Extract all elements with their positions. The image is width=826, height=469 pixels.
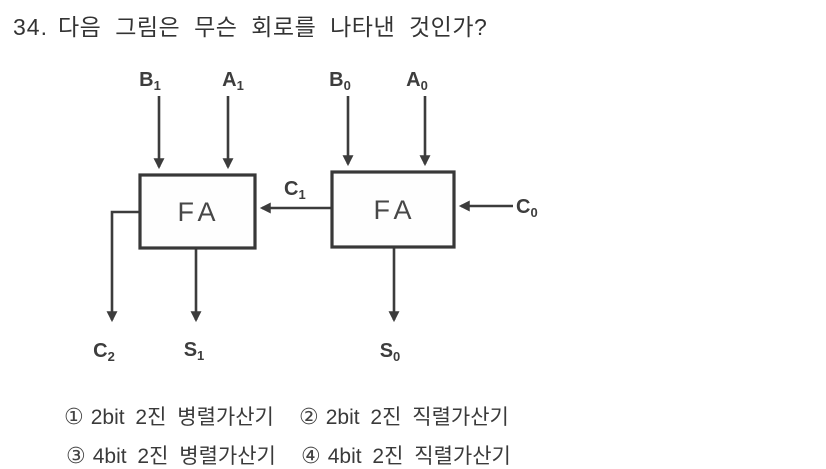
label-c1: C1: [284, 178, 306, 202]
label-a1: A1: [222, 69, 244, 93]
option-3-text: 4bit 2진 병렬가산기: [92, 445, 276, 468]
label-b0: B0: [329, 69, 351, 93]
question-title: 34. 다음 그림은 무슨 회로를 나타낸 것인가?: [13, 8, 487, 42]
option-4-marker: ④: [301, 443, 321, 468]
full-adder-label-right: FA: [373, 195, 416, 225]
label-b1: B1: [139, 69, 161, 93]
full-adder-box-left: [138, 173, 257, 250]
option-1-marker: ①: [64, 404, 84, 429]
answer-option-4: ④ 4bit 2진 직렬가산기: [301, 440, 511, 469]
answer-option-1: ① 2bit 2진 병렬가산기: [64, 401, 274, 431]
label-a0: A0: [406, 69, 428, 93]
label-s0: S0: [380, 340, 401, 364]
full-adder-label-left: FA: [177, 197, 220, 227]
option-4-text: 4bit 2진 직렬가산기: [327, 445, 511, 468]
option-2-text: 2bit 2진 직렬가산기: [325, 406, 509, 429]
option-2-marker: ②: [299, 404, 319, 429]
question-number: 34.: [13, 14, 48, 40]
option-3-marker: ③: [66, 443, 86, 468]
option-1-text: 2bit 2진 병렬가산기: [90, 406, 274, 429]
answer-option-3: ③ 4bit 2진 병렬가산기: [66, 440, 276, 469]
full-adder-box-right: [330, 170, 456, 249]
answer-option-2: ② 2bit 2진 직렬가산기: [299, 401, 509, 431]
label-c2: C2: [93, 340, 115, 364]
question-text: 다음 그림은 무슨 회로를 나타낸 것인가?: [57, 14, 488, 40]
label-c0: C0: [516, 196, 538, 220]
wire-carry-out-c2: [106, 210, 141, 323]
label-s1: S1: [184, 339, 205, 363]
